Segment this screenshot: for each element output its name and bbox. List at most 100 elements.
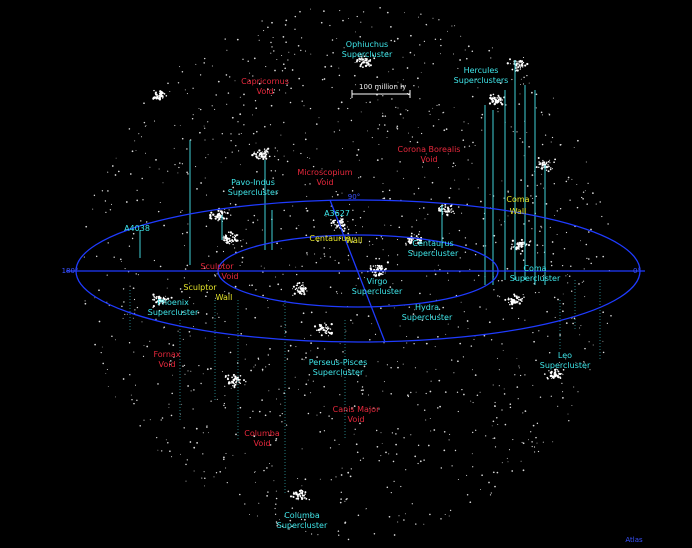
galaxy-point — [177, 82, 180, 84]
galaxy-point — [202, 432, 204, 434]
galaxy-point — [155, 159, 157, 161]
galaxy-point — [167, 82, 169, 85]
galaxy-point — [358, 159, 360, 161]
galaxy-point — [555, 374, 557, 377]
galaxy-point — [395, 106, 397, 109]
galaxy-point — [302, 282, 304, 284]
galaxy-point — [201, 477, 203, 479]
galaxy-point — [245, 308, 247, 310]
galaxy-point — [521, 62, 524, 65]
galaxy-point — [442, 212, 444, 214]
galaxy-point — [159, 201, 161, 204]
galaxy-point — [427, 213, 429, 215]
galaxy-point — [177, 330, 179, 332]
galaxy-point — [519, 67, 522, 69]
galaxy-point — [203, 471, 205, 473]
galaxy-point — [464, 237, 467, 239]
galaxy-point — [273, 89, 276, 91]
galaxy-point — [559, 207, 562, 210]
galaxy-point — [258, 502, 260, 504]
galaxy-point — [533, 340, 535, 343]
galaxy-point — [459, 257, 461, 259]
galaxy-point — [160, 299, 163, 302]
galaxy-point — [410, 238, 413, 240]
galaxy-point — [402, 79, 404, 81]
galaxy-point — [516, 69, 519, 72]
galaxy-point — [508, 301, 510, 304]
galaxy-point — [495, 241, 497, 244]
galaxy-point — [508, 449, 511, 451]
galaxy-point — [234, 247, 236, 249]
galaxy-point — [279, 414, 281, 417]
galaxy-point — [535, 107, 537, 109]
galaxy-point — [190, 390, 192, 392]
galaxy-point — [310, 350, 312, 352]
galaxy-point — [158, 168, 160, 170]
galaxy-point — [268, 390, 270, 392]
galaxy-point — [522, 259, 525, 261]
galaxy-point — [443, 208, 445, 210]
galaxy-point — [451, 359, 453, 361]
galaxy-point — [358, 177, 360, 179]
galaxy-point — [261, 399, 263, 401]
galaxy-point — [361, 393, 364, 395]
galaxy-point — [343, 227, 346, 230]
galaxy-point — [458, 229, 461, 232]
galaxy-point — [399, 113, 402, 116]
galaxy-point — [422, 166, 423, 168]
galaxy-point — [146, 345, 149, 348]
galaxy-point — [579, 327, 581, 329]
galaxy-point — [238, 150, 240, 152]
galaxy-point — [541, 166, 543, 169]
galaxy-point — [452, 210, 454, 213]
galaxy-point — [337, 530, 340, 532]
galaxy-point — [271, 46, 273, 48]
galaxy-point — [386, 137, 388, 139]
galaxy-point — [325, 311, 327, 313]
galaxy-point — [330, 219, 332, 221]
galaxy-point — [547, 166, 550, 168]
galaxy-point — [221, 212, 224, 215]
galaxy-point — [439, 268, 441, 271]
galaxy-point — [440, 44, 442, 47]
galaxy-point — [168, 403, 170, 405]
galaxy-point — [300, 489, 303, 492]
galaxy-point — [156, 436, 158, 439]
galaxy-point — [248, 284, 251, 286]
galaxy-point — [380, 455, 382, 457]
galaxy-point — [415, 235, 418, 238]
galaxy-point — [330, 222, 333, 225]
galaxy-point — [431, 181, 434, 184]
galaxy-point — [440, 53, 441, 55]
galaxy-point — [187, 385, 189, 387]
galaxy-point — [496, 97, 499, 99]
galaxy-point — [168, 343, 170, 345]
galaxy-point — [493, 102, 496, 106]
galaxy-point — [376, 88, 379, 91]
galaxy-point — [444, 210, 448, 213]
galaxy-point — [542, 244, 544, 247]
galaxy-point — [334, 223, 336, 226]
galaxy-point — [281, 413, 283, 415]
galaxy-point — [256, 130, 258, 133]
galaxy-point — [193, 470, 195, 472]
galaxy-point — [434, 38, 437, 41]
galaxy-point — [391, 432, 394, 434]
galaxy-point — [520, 60, 523, 63]
galaxy-point — [562, 310, 564, 313]
galaxy-point — [162, 182, 164, 184]
galaxy-point — [304, 132, 306, 134]
galaxy-point — [224, 385, 226, 387]
galaxy-point — [285, 19, 288, 22]
galaxy-point — [157, 210, 160, 213]
galaxy-point — [510, 300, 513, 304]
galaxy-point — [479, 306, 481, 308]
galaxy-point — [241, 245, 243, 248]
galaxy-point — [177, 172, 179, 174]
galaxy-point — [298, 388, 299, 390]
galaxy-point — [275, 439, 277, 442]
galaxy-point — [223, 402, 226, 405]
